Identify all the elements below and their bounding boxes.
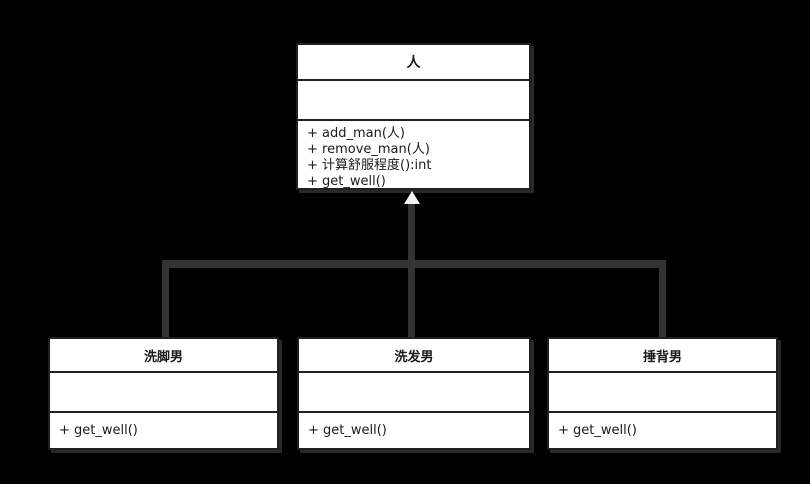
- uml-attributes-compartment-child-1: [299, 373, 529, 413]
- uml-method-item: + get_well(): [558, 423, 637, 438]
- uml-class-name-child-0: 洗脚男: [50, 339, 277, 373]
- uml-attributes-compartment-parent: [298, 81, 529, 121]
- uml-methods-compartment-child-0: + get_well(): [50, 413, 277, 443]
- generalization-arrowhead-icon: [404, 191, 420, 204]
- uml-attributes-compartment-child-0: [50, 373, 277, 413]
- uml-methods-compartment-parent: + add_man(人) + remove_man(人) + 计算舒服程度():…: [298, 121, 529, 194]
- uml-class-parent[interactable]: 人 + add_man(人) + remove_man(人) + 计算舒服程度(…: [296, 43, 531, 190]
- uml-method-item: + 计算舒服程度():int: [307, 158, 432, 173]
- uml-class-child-0[interactable]: 洗脚男 + get_well(): [48, 337, 279, 450]
- uml-method-item: + get_well(): [59, 423, 138, 438]
- uml-class-name-child-2: 捶背男: [549, 339, 776, 373]
- generalization-drop-left: [162, 260, 169, 339]
- uml-methods-compartment-child-1: + get_well(): [299, 413, 529, 443]
- uml-attributes-compartment-child-2: [549, 373, 776, 413]
- generalization-stem-upper: [408, 203, 415, 265]
- uml-method-item: + get_well(): [307, 174, 386, 189]
- uml-method-item: + get_well(): [308, 423, 387, 438]
- generalization-drop-center: [408, 260, 415, 339]
- generalization-drop-right: [659, 260, 666, 339]
- uml-class-name-parent: 人: [298, 45, 529, 81]
- uml-class-child-1[interactable]: 洗发男 + get_well(): [297, 337, 531, 450]
- uml-class-child-2[interactable]: 捶背男 + get_well(): [547, 337, 778, 450]
- uml-method-item: + remove_man(人): [307, 142, 430, 157]
- uml-class-name-child-1: 洗发男: [299, 339, 529, 373]
- uml-methods-compartment-child-2: + get_well(): [549, 413, 776, 443]
- uml-method-item: + add_man(人): [307, 126, 406, 141]
